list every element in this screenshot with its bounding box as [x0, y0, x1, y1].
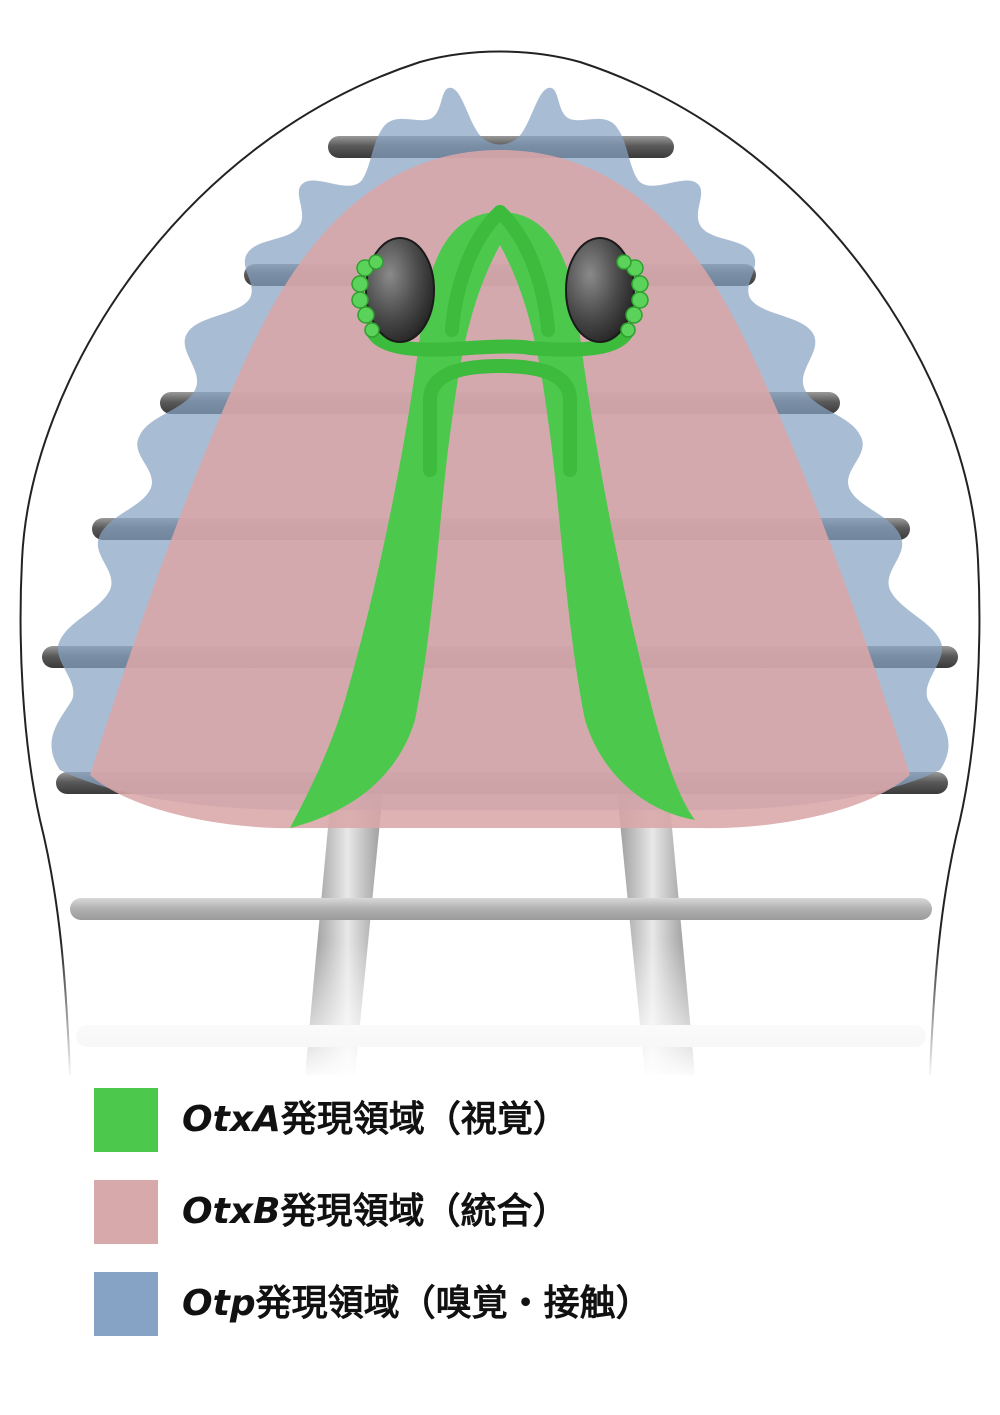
- legend-swatch-otxA: [94, 1088, 158, 1152]
- legend-text: 発現領域（視覚）: [280, 1099, 569, 1140]
- legend: OtxA発現領域（視覚） OtxB発現領域（統合） Otp発現領域（嗅覚・接触）: [94, 1088, 954, 1364]
- legend-item-otxB: OtxB発現領域（統合）: [94, 1180, 954, 1272]
- photoreceptor-clusters: [351, 254, 649, 338]
- legend-item-otxA: OtxA発現領域（視覚）: [94, 1088, 954, 1180]
- legend-label-otxB: OtxB発現領域（統合）: [182, 1188, 569, 1236]
- legend-text: 発現領域（嗅覚・接触）: [255, 1283, 652, 1324]
- legend-item-otp: Otp発現領域（嗅覚・接触）: [94, 1272, 954, 1364]
- brain-branches: [365, 205, 635, 477]
- gene-name: Otp: [182, 1283, 256, 1324]
- bottom-fade: [0, 940, 1000, 1080]
- otxA-region: [290, 212, 695, 828]
- legend-label-otp: Otp発現領域（嗅覚・接触）: [182, 1280, 652, 1328]
- legend-swatch-otp: [94, 1272, 158, 1336]
- gene-name: OtxA: [182, 1099, 281, 1140]
- legend-label-otxA: OtxA発現領域（視覚）: [182, 1096, 569, 1144]
- otxB-region: [90, 150, 910, 829]
- gene-name: OtxB: [182, 1191, 281, 1232]
- legend-swatch-otxB: [94, 1180, 158, 1244]
- planarian-head-diagram: [0, 50, 1000, 1080]
- legend-text: 発現領域（統合）: [280, 1191, 569, 1232]
